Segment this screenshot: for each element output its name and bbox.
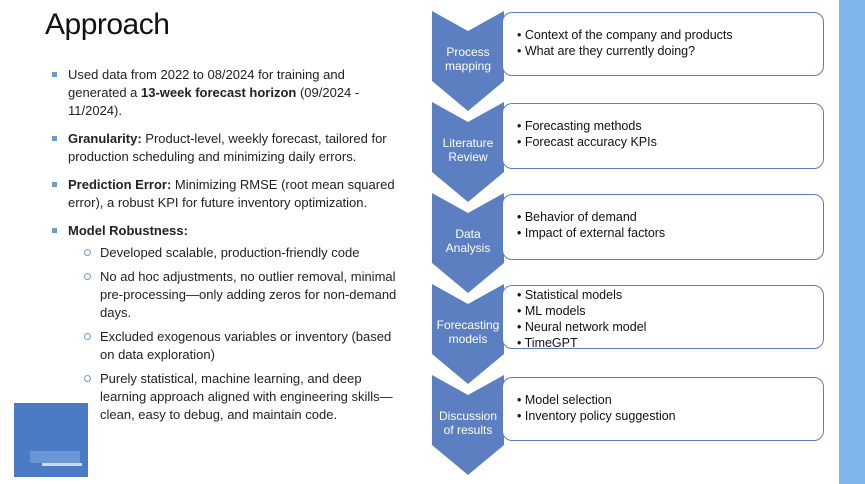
stage-label-line: Literature — [442, 136, 494, 150]
bullet-plain-text: (09/2024 - 11/2024). — [68, 85, 360, 118]
sub-bullet-marker — [84, 333, 91, 340]
sub-bullet-item: Developed scalable, production-friendly … — [68, 244, 397, 262]
stage-detail-item: • TimeGPT — [517, 336, 578, 350]
sub-bullet-item: Excluded exogenous variables or inventor… — [68, 328, 397, 364]
chevron-shape — [432, 375, 504, 475]
stage-detail-item: • Context of the company and products — [517, 28, 733, 42]
stage-label-line: models — [448, 332, 488, 346]
sub-bullet-marker — [84, 375, 91, 382]
stage-label-line: Analysis — [445, 241, 491, 255]
stage-detail-item: • Forecast accuracy KPIs — [517, 135, 657, 149]
chevron-shape — [432, 11, 504, 111]
bullet-text: Model Robustness: — [68, 222, 397, 240]
chevron-shape — [432, 102, 504, 202]
bullet-text: Used data from 2022 to 08/2024 for train… — [68, 66, 397, 120]
stage-detail-box: • Behavior of demand • Impact of external… — [502, 194, 824, 260]
bullet-item: Granularity: Product-level, weekly forec… — [52, 130, 397, 166]
thumbnail-bar — [42, 463, 82, 466]
bullet-marker — [52, 136, 57, 141]
bullet-item: Prediction Error: Minimizing RMSE (root … — [52, 176, 397, 212]
thumbnail-blur — [30, 451, 80, 463]
stage-chevron — [432, 11, 504, 111]
stage-detail-box: • Statistical models • ML models • Neural … — [502, 285, 824, 350]
sub-bullet-marker — [84, 249, 91, 256]
bullet-text: Granularity: Product-level, weekly forec… — [68, 130, 397, 166]
bullet-bold-text: 13-week forecast horizon — [141, 85, 297, 100]
bullet-plain-text: Used data from 2022 to 08/2024 for train… — [68, 67, 345, 100]
sub-bullet-text: Excluded exogenous variables or inventor… — [100, 329, 392, 362]
chevron-shape — [432, 284, 504, 384]
stage-detail-box: • Context of the company and products • W… — [502, 12, 824, 76]
stage-chevron — [432, 375, 504, 475]
bullet-list: Used data from 2022 to 08/2024 for train… — [52, 66, 397, 434]
bullet-text: Prediction Error: Minimizing RMSE (root … — [68, 176, 397, 212]
sub-bullet-list: Developed scalable, production-friendly … — [68, 244, 397, 424]
sub-bullet-text: No ad hoc adjustments, no outlier remova… — [100, 269, 397, 320]
stage-label-line: Forecasting — [436, 318, 500, 332]
bullet-item: Model Robustness: Developed scalable, pro… — [52, 222, 397, 424]
stage-detail-item: • ML models — [517, 304, 586, 318]
stage-label-line: of results — [443, 423, 493, 437]
bullet-plain-text: Minimizing RMSE (root mean squared error… — [68, 177, 395, 210]
stage-detail-item: • What are they currently doing? — [517, 44, 696, 58]
right-edge-strip — [839, 0, 865, 484]
sub-bullet-text: Purely statistical, machine learning, an… — [100, 371, 393, 422]
stage-detail-box: • Forecasting methods • Forecast accuracy… — [502, 103, 824, 169]
stage-detail-item: • Model selection — [517, 393, 612, 407]
bullet-bold-text: Model Robustness: — [68, 223, 188, 238]
stage-detail-box: • Model selection • Inventory policy sugg… — [502, 377, 824, 441]
presenter-thumbnail — [14, 403, 88, 477]
stage-chevron — [432, 102, 504, 202]
sub-bullet-marker — [84, 273, 91, 280]
sub-bullet-text: Developed scalable, production-friendly … — [100, 245, 360, 260]
stage-detail-item: • Statistical models — [517, 288, 623, 302]
stage-detail-item: • Behavior of demand — [517, 210, 637, 224]
stage-detail-item: • Impact of external factors — [517, 226, 666, 240]
bullet-bold-text: Prediction Error: — [68, 177, 172, 192]
stage-chevron — [432, 284, 504, 384]
stage-chevron — [432, 193, 504, 293]
sub-bullet-item: No ad hoc adjustments, no outlier remova… — [68, 268, 397, 322]
bullet-bold-text: Granularity: — [68, 131, 142, 146]
bullet-item: Used data from 2022 to 08/2024 for train… — [52, 66, 397, 120]
stage-label-line: Discussion — [438, 409, 498, 423]
stage-label-line: Review — [448, 150, 488, 164]
stage-detail-item: • Forecasting methods — [517, 119, 642, 133]
stage-label-line: mapping — [444, 59, 492, 73]
bullet-plain-text: Product-level, weekly forecast, tailored… — [68, 131, 387, 164]
bullet-marker — [52, 228, 57, 233]
bullet-marker — [52, 182, 57, 187]
slide-title: Approach — [45, 8, 170, 41]
bullet-marker — [52, 72, 57, 77]
stage-label-line: Process — [446, 45, 490, 59]
stage-label-line: Data — [455, 227, 481, 241]
sub-bullet-item: Purely statistical, machine learning, an… — [68, 370, 397, 424]
stage-detail-item: • Neural network model — [517, 320, 647, 334]
stage-detail-item: • Inventory policy suggestion — [517, 409, 676, 423]
chevron-shape — [432, 193, 504, 293]
